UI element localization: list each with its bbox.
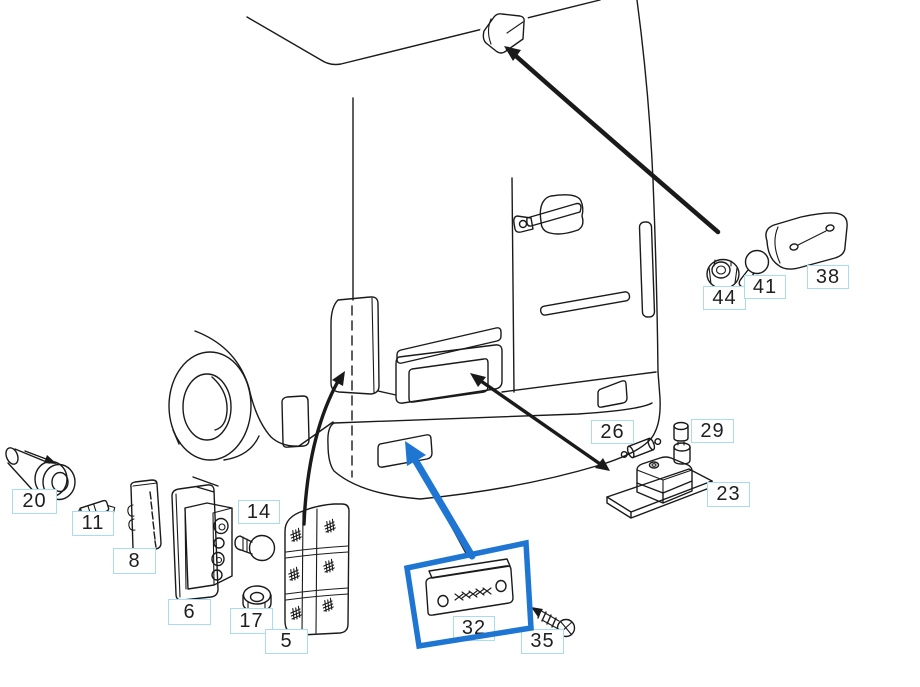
arrow-side-marker-original [409,449,469,558]
part-drawing-38 [765,212,848,270]
bumper-end-cap [281,395,310,448]
part-drawing-14 [234,534,276,562]
arrow-to-tail-lamp-opening [302,371,345,526]
part-drawing-26 [620,437,662,459]
bumper-license-light-recess [597,380,628,408]
part-drawing-5 [284,503,350,636]
arrow-to-roof-lamp [504,46,721,235]
part-drawing-35 [531,607,576,638]
roof-lamp-base [479,9,529,57]
bumper-side-marker-recess [377,434,433,468]
part-drawing-8 [127,479,162,553]
part-label-11[interactable]: 11 [72,511,114,536]
part-drawing-23 [606,456,713,519]
part-label-44[interactable]: 44 [703,286,746,310]
part-label-32[interactable]: 32 [453,616,495,641]
part-label-17[interactable]: 17 [230,608,273,634]
van-body-outline [246,0,659,478]
small-arrow-icon [44,455,57,464]
license-plate-recess [395,327,503,404]
part-label-38[interactable]: 38 [807,265,849,289]
part-label-20[interactable]: 20 [12,489,57,514]
tail-lamp-pillar [330,296,380,395]
part-label-5[interactable]: 5 [265,629,308,654]
part-label-8[interactable]: 8 [113,548,156,574]
spare-wheel [168,330,334,493]
arrow-license-light [470,373,610,471]
part-label-41[interactable]: 41 [744,275,786,299]
part-drawing-29 [673,421,691,465]
part-drawing-32 [425,558,514,616]
door-handle [513,194,584,235]
part-drawing-6 [171,484,233,601]
part-label-26[interactable]: 26 [591,420,634,444]
door-trim-strips [539,221,656,318]
part-label-14[interactable]: 14 [238,500,280,524]
part-label-23[interactable]: 23 [707,482,750,507]
part-label-29[interactable]: 29 [691,419,734,443]
part-label-6[interactable]: 6 [168,599,211,625]
part-label-35[interactable]: 35 [521,629,564,654]
